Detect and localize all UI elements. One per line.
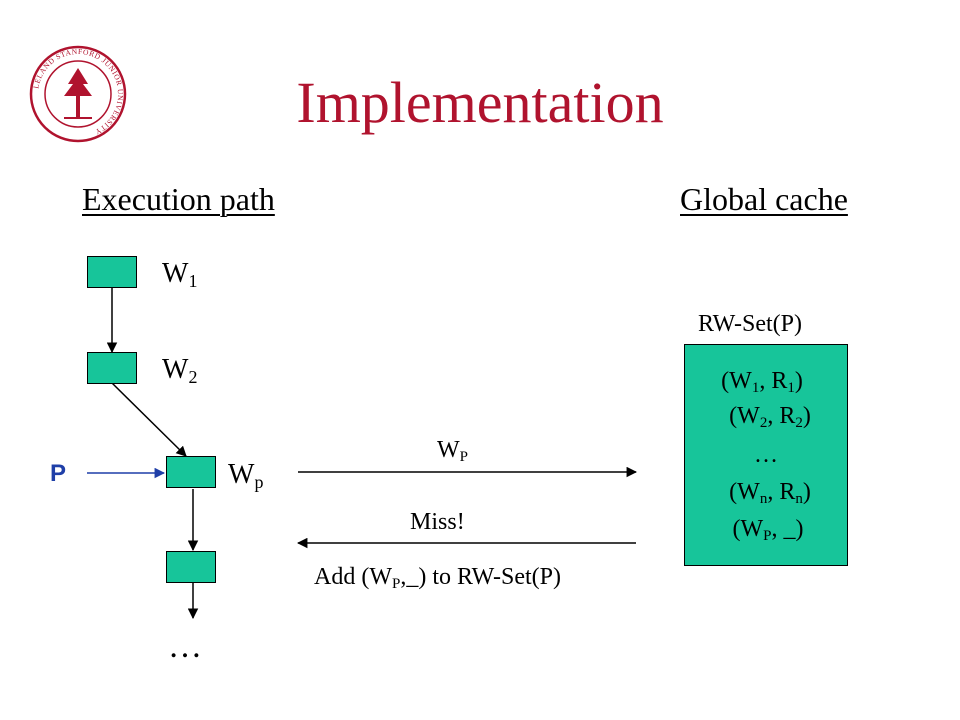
node-wp [166, 456, 216, 488]
node-w2 [87, 352, 137, 384]
execution-path-heading: Execution path [82, 181, 275, 217]
stanford-seal-icon: LELAND STANFORD JUNIOR UNIVERSITY [28, 44, 128, 144]
label-wp: Wp [228, 459, 264, 492]
add-label: Add (WP,_) to RW-Set(P) [314, 564, 561, 592]
rw-set-box: (W1, R1) (W2, R2) … (Wn, Rn) (WP, _) [684, 344, 848, 566]
arrow-w2-wp [111, 382, 187, 457]
node-next [166, 551, 216, 583]
global-cache-heading: Global cache [680, 181, 848, 217]
cache-entry-p: (WP, _) [732, 516, 804, 544]
label-w2: W2 [162, 354, 198, 387]
rw-set-label: RW-Set(P) [698, 311, 803, 337]
label-w1: W1 [162, 258, 198, 291]
cache-entry-n: (Wn, Rn) [729, 479, 811, 507]
execution-ellipsis: … [168, 628, 206, 665]
node-w1 [87, 256, 137, 288]
label-p: P [50, 460, 67, 487]
miss-label: Miss! [410, 509, 465, 535]
cache-entry-ellipsis: … [754, 442, 778, 468]
cache-entry-2: (W2, R2) [729, 403, 811, 431]
slide-title: Implementation [296, 70, 664, 135]
request-label: WP [437, 437, 468, 465]
cache-entry-1: (W1, R1) [721, 368, 803, 396]
